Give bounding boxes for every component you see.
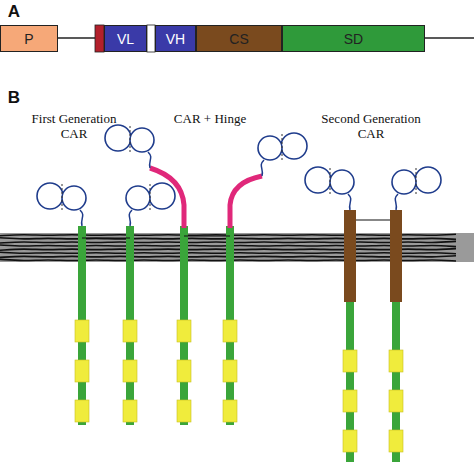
scfv-domain xyxy=(392,167,441,210)
hinge-region xyxy=(230,176,262,228)
scfv-domain xyxy=(305,167,354,210)
domain-label: VH xyxy=(166,32,185,46)
vh-domain-box: VH xyxy=(155,25,196,52)
costim-domain xyxy=(390,210,402,302)
signalling-chain xyxy=(75,226,89,425)
domain-label: CS xyxy=(229,32,248,46)
domain-label: SD xyxy=(344,32,363,46)
signalling-chain xyxy=(223,226,237,425)
panel-letter: A xyxy=(4,2,24,22)
cell-membrane xyxy=(0,233,474,262)
scfv-domain xyxy=(126,183,175,226)
construct-title: CAR + Hinge xyxy=(150,112,270,127)
signalling-chain xyxy=(343,300,357,462)
vl-domain-box: VL xyxy=(104,25,147,52)
construct-title: Second Generation CAR xyxy=(312,112,430,142)
disulfide-bond xyxy=(184,235,230,236)
scfv-domain xyxy=(37,183,86,226)
signalling-chain xyxy=(389,300,403,462)
scfv-domain xyxy=(105,125,154,168)
costim-box: CS xyxy=(196,25,282,52)
leader-segment xyxy=(95,25,104,52)
domain-label: VL xyxy=(117,32,134,46)
scfv-domain xyxy=(258,133,307,176)
disulfide-bond xyxy=(82,237,130,238)
linker-segment xyxy=(147,25,155,52)
domain-label: P xyxy=(24,32,33,46)
signalling-chain xyxy=(177,226,191,425)
construct-title: First Generation CAR xyxy=(22,112,126,142)
disulfide-bond xyxy=(356,219,390,220)
costim-domain xyxy=(344,210,356,302)
signalling-chain xyxy=(123,226,137,425)
promoter-box: P xyxy=(0,25,58,52)
hinge-region xyxy=(150,168,184,228)
panel-letter: B xyxy=(4,88,24,108)
signal-domain-box: SD xyxy=(282,25,425,52)
